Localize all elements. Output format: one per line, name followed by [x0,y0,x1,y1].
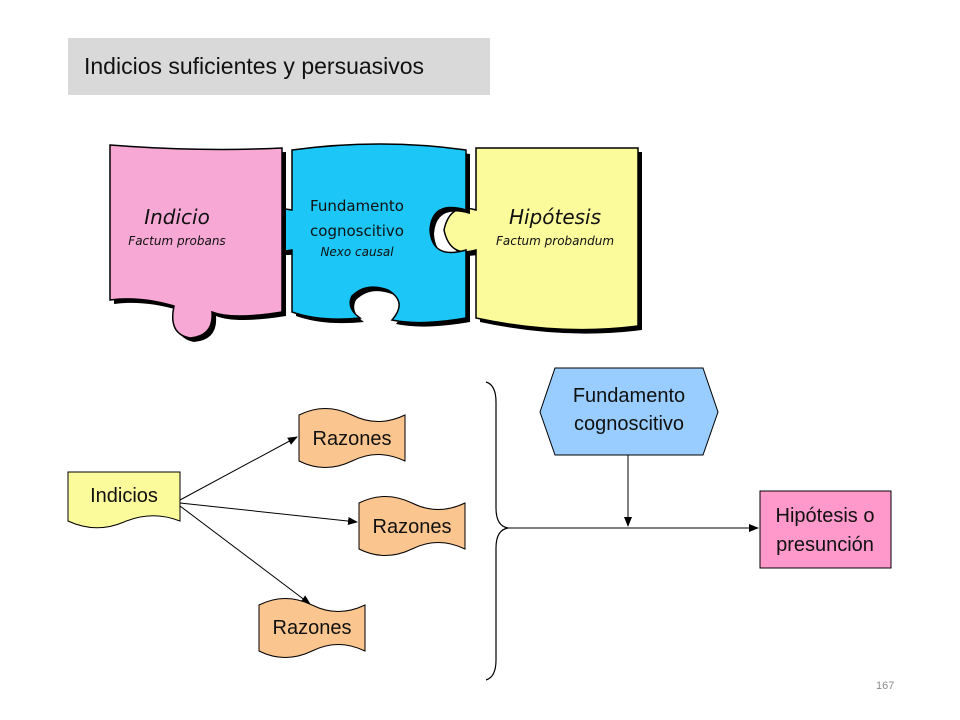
arrow-indicios-to-razones-3 [179,505,311,605]
puzzle-piece-indicio-shape [109,144,283,339]
puzzle-piece-indicio: Indicio Factum probans [109,144,286,342]
flow-hipotesis-line1: Hipótesis o [776,505,875,527]
flow-node-fundamento: Fundamento cognoscitivo [539,367,719,456]
flow-hipotesis-line2: presunción [776,534,874,556]
flow-node-razones-3: Razones [258,598,366,658]
flow-node-indicios: Indicios [67,471,181,529]
slide-title: Indicios suficientes y persuasivos [68,38,490,95]
flow-indicios-label: Indicios [90,485,158,507]
puzzle-hipotesis-title: Hipótesis [509,205,601,229]
flow-razones-1-label: Razones [313,428,392,450]
puzzle-hipotesis-subtitle: Factum probandum [496,234,614,248]
flow-node-razones-2-shape [358,496,466,556]
flow-node-razones-2: Razones [358,496,466,556]
puzzle-fundamento-line1: Fundamento [310,197,404,215]
puzzle-indicio-title: Indicio [144,205,210,229]
puzzle-fundamento-subtitle: Nexo causal [320,245,394,259]
flow-node-indicios-shape [67,471,181,529]
puzzle-piece-fundamento: Fundamento cognoscitivo Nexo causal [257,143,470,327]
flow-fundamento-line2: cognoscitivo [574,413,684,435]
flow-node-razones-1-shape [298,408,406,468]
flow-razones-2-label: Razones [373,516,452,538]
curly-brace [485,381,509,681]
puzzle-indicio-subtitle: Factum probans [128,234,225,248]
flow-fundamento-line1: Fundamento [573,385,685,407]
puzzle-piece-hipotesis: Hipótesis Factum probandum [443,147,642,334]
flow-node-razones-1: Razones [298,408,406,468]
puzzle-piece-hipotesis-shape [443,147,639,331]
flow-razones-3-label: Razones [273,617,352,639]
arrow-indicios-to-razones-1 [179,436,298,501]
flowchart-group: Indicios Razones Razones Razones Fundame… [67,367,892,681]
puzzle-group: Hipótesis Factum probandum Fundamento co… [109,143,642,342]
page-number: 167 [876,680,895,692]
flow-node-hipotesis: Hipótesis o presunción [759,490,892,569]
flow-node-razones-3-shape [258,598,366,658]
puzzle-fundamento-line2: cognoscitivo [310,222,404,240]
arrow-indicios-to-razones-2 [179,502,358,526]
flow-node-hipotesis-shape [759,490,892,569]
flow-node-fundamento-shape [539,367,719,456]
